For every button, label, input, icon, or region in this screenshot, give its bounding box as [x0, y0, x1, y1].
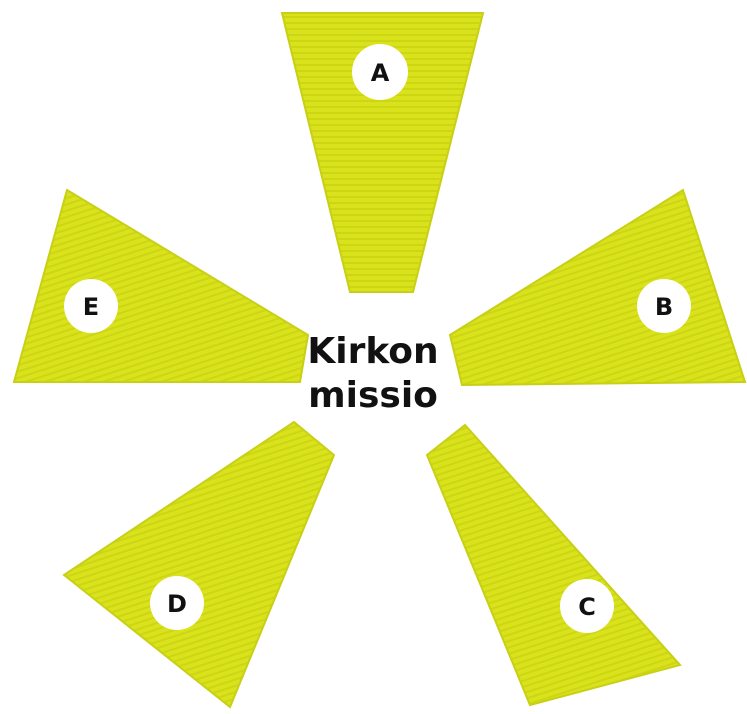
petal-e-label: E [83, 293, 99, 321]
petal-a: A [280, 12, 485, 293]
petal-d: D [62, 420, 336, 709]
petal-b-shape [448, 188, 747, 387]
petal-d-label: D [167, 590, 187, 618]
petal-b: B [448, 188, 747, 387]
petal-c-circle [560, 579, 614, 633]
petal-d-circle [150, 576, 204, 630]
center-title: Kirkon missio [273, 330, 473, 418]
petal-e: E [12, 188, 310, 383]
petal-e-shape [12, 188, 310, 383]
petal-a-circle [352, 44, 408, 100]
petal-a-shape [280, 12, 485, 293]
petal-c: C [425, 423, 682, 707]
center-title-line2: missio [308, 375, 438, 416]
petal-a-label: A [371, 59, 390, 87]
petal-c-shape [425, 423, 682, 707]
center-title-line1: Kirkon [307, 331, 439, 372]
petal-e-circle [64, 279, 118, 333]
petal-b-circle [637, 279, 691, 333]
petal-c-label: C [578, 593, 596, 621]
petal-b-label: B [655, 293, 673, 321]
petal-d-shape [62, 420, 336, 709]
